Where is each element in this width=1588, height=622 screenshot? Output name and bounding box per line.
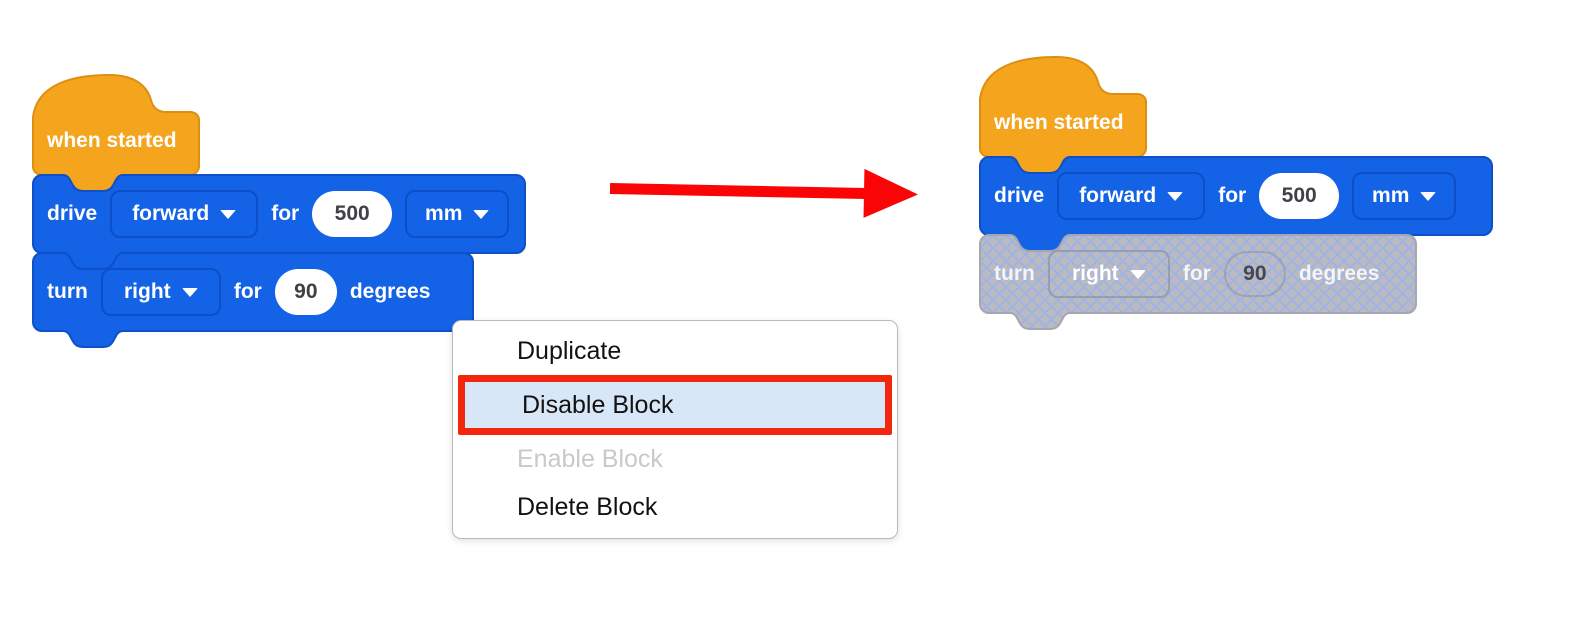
drive-for-label: for [271, 202, 300, 225]
menu-item-disable-block[interactable]: Disable Block [458, 375, 892, 435]
menu-item-delete-block[interactable]: Delete Block [517, 493, 658, 521]
turn-verb-label: turn [47, 280, 88, 303]
context-menu: Duplicate Disable Block Enable Block Del… [452, 320, 898, 539]
drive-verb-label: drive [47, 202, 98, 225]
drive-unit-value: mm [425, 202, 463, 225]
drive-distance-input[interactable]: 500 [1259, 173, 1340, 219]
drive-distance-input[interactable]: 500 [312, 191, 393, 237]
turn-verb-label: turn [994, 262, 1035, 285]
turn-direction-value: right [1072, 262, 1119, 285]
turn-direction-dropdown[interactable]: right [100, 268, 221, 316]
menu-item-duplicate[interactable]: Duplicate [517, 337, 622, 365]
turn-angle-input[interactable]: 90 [274, 269, 337, 315]
drive-for-label: for [1218, 184, 1247, 207]
drive-unit-dropdown[interactable]: mm [1352, 172, 1457, 220]
drive-direction-value: forward [132, 202, 210, 225]
chevron-down-icon [1420, 191, 1437, 201]
turn-for-label: for [233, 280, 262, 303]
drive-direction-dropdown[interactable]: forward [1057, 172, 1206, 220]
drive-block-result[interactable]: drive forward for 500 mm [979, 156, 1493, 253]
drive-direction-dropdown[interactable]: forward [110, 190, 259, 238]
drive-verb-label: drive [994, 184, 1045, 207]
turn-block-disabled[interactable]: turn right for 90 degrees [979, 234, 1417, 331]
turn-for-label: for [1182, 262, 1211, 285]
drive-direction-value: forward [1079, 184, 1157, 207]
hat-block-label: when started [47, 129, 177, 152]
turn-direction-value: right [124, 280, 171, 303]
stack-block-shape-disabled [979, 234, 1417, 330]
turn-degrees-label: degrees [349, 280, 431, 303]
menu-item-enable-block: Enable Block [517, 445, 663, 473]
chevron-down-icon [181, 287, 198, 297]
turn-block[interactable]: turn right for 90 degrees [32, 252, 474, 349]
chevron-down-icon [473, 209, 490, 219]
chevron-down-icon [1167, 191, 1184, 201]
chevron-down-icon [220, 209, 237, 219]
hat-block-label: when started [994, 111, 1124, 134]
turn-angle-input: 90 [1223, 251, 1286, 297]
turn-degrees-label: degrees [1298, 262, 1380, 285]
arrow-right-icon [609, 168, 918, 218]
drive-unit-dropdown[interactable]: mm [405, 190, 510, 238]
turn-direction-dropdown: right [1047, 250, 1170, 298]
chevron-down-icon [1129, 269, 1146, 279]
drive-unit-value: mm [1372, 184, 1410, 207]
drive-block[interactable]: drive forward for 500 mm [32, 174, 526, 271]
